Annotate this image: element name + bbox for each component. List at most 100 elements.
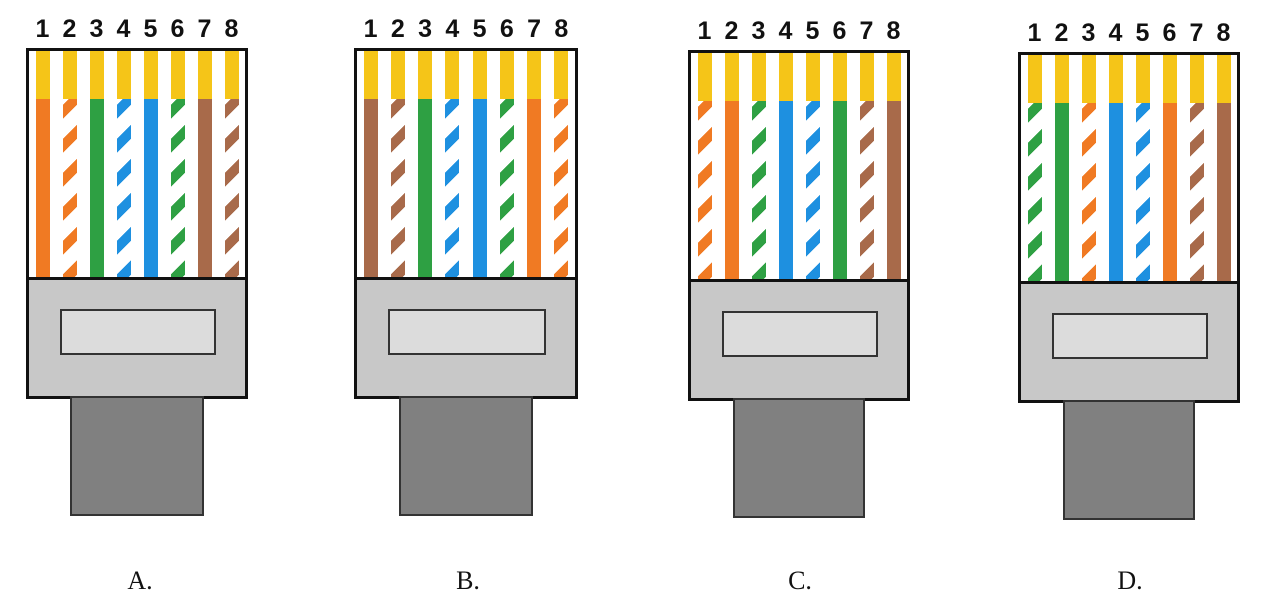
- pin-number-7: 7: [197, 15, 212, 43]
- wire-3-orange-white: [1081, 55, 1096, 281]
- pin-number-6: 6: [170, 15, 185, 43]
- wire-block: [688, 50, 910, 282]
- option-label-d: D.: [1117, 566, 1143, 595]
- wire-2-brown-white: [390, 51, 405, 277]
- pin-number-1: 1: [697, 17, 712, 45]
- pin-number-1: 1: [35, 15, 50, 43]
- pin-contact: [859, 53, 874, 101]
- pin-number-5: 5: [1135, 19, 1150, 47]
- pin-contact: [1189, 55, 1204, 103]
- housing-window: [1052, 313, 1208, 359]
- wire-6-green: [832, 53, 847, 279]
- pin-number-6: 6: [832, 17, 847, 45]
- wire-1-orange: [35, 51, 50, 277]
- housing-window: [722, 311, 878, 357]
- pin-contact: [62, 51, 77, 99]
- connector-housing: [354, 277, 578, 399]
- wire-7-orange: [527, 51, 542, 277]
- pin-contact: [1135, 55, 1150, 103]
- option-label-c: C.: [788, 566, 812, 595]
- wire-3-green: [89, 51, 104, 277]
- connector-housing: [688, 279, 910, 401]
- pin-contact: [1027, 55, 1042, 103]
- pin-number-3: 3: [751, 17, 766, 45]
- wire-6-orange: [1162, 55, 1177, 281]
- wire-1-orange-white: [697, 53, 712, 279]
- pin-contact: [363, 51, 378, 99]
- wire-6-green-white: [170, 51, 185, 277]
- pin-number-3: 3: [89, 15, 104, 43]
- housing-window: [388, 309, 546, 355]
- pin-number-8: 8: [224, 15, 239, 43]
- pin-number-2: 2: [1054, 19, 1069, 47]
- pin-contact: [554, 51, 569, 99]
- pin-number-1: 1: [363, 15, 378, 43]
- pin-number-4: 4: [778, 17, 793, 45]
- wire-8-brown-white: [224, 51, 239, 277]
- pin-contact: [1108, 55, 1123, 103]
- cable-boot: [733, 398, 865, 518]
- pin-contact: [35, 51, 50, 99]
- wire-1-green-white: [1027, 55, 1042, 281]
- pin-contact: [1216, 55, 1231, 103]
- pin-contact: [805, 53, 820, 101]
- pin-number-3: 3: [1081, 19, 1096, 47]
- pin-number-5: 5: [805, 17, 820, 45]
- wire-8-brown: [1216, 55, 1231, 281]
- wire-block: [1018, 52, 1240, 284]
- wire-3-green-white: [751, 53, 766, 279]
- pin-contact: [778, 53, 793, 101]
- option-label-a: A.: [127, 566, 153, 595]
- pin-number-3: 3: [418, 15, 433, 43]
- wire-5-blue-white: [1135, 55, 1150, 281]
- pin-contact: [116, 51, 131, 99]
- housing-window: [60, 309, 216, 355]
- wire-1-brown: [363, 51, 378, 277]
- pin-contact: [89, 51, 104, 99]
- pin-number-7: 7: [859, 17, 874, 45]
- pin-number-8: 8: [886, 17, 901, 45]
- wire-block: [26, 48, 248, 280]
- wire-8-orange-white: [554, 51, 569, 277]
- wire-4-blue-white: [445, 51, 460, 277]
- pin-number-1: 1: [1027, 19, 1042, 47]
- pin-contact: [472, 51, 487, 99]
- cable-boot: [70, 396, 204, 516]
- wire-8-brown: [886, 53, 901, 279]
- pin-contact: [143, 51, 158, 99]
- wire-block: [354, 48, 578, 280]
- wire-5-blue: [143, 51, 158, 277]
- wire-2-orange: [724, 53, 739, 279]
- cable-boot: [1063, 400, 1195, 520]
- wire-5-blue-white: [805, 53, 820, 279]
- pin-number-8: 8: [554, 15, 569, 43]
- pin-contact: [1081, 55, 1096, 103]
- pin-number-4: 4: [1108, 19, 1123, 47]
- pin-contact: [390, 51, 405, 99]
- pin-contact: [418, 51, 433, 99]
- connector-housing: [26, 277, 248, 399]
- pin-contact: [886, 53, 901, 101]
- pin-contact: [1162, 55, 1177, 103]
- wire-2-orange-white: [62, 51, 77, 277]
- pin-number-2: 2: [62, 15, 77, 43]
- cable-boot: [399, 396, 533, 516]
- pin-number-6: 6: [1162, 19, 1177, 47]
- option-label-b: B.: [456, 566, 480, 595]
- pin-number-4: 4: [445, 15, 460, 43]
- pin-contact: [197, 51, 212, 99]
- pin-contact: [1054, 55, 1069, 103]
- wire-4-blue: [1108, 55, 1123, 281]
- pin-number-5: 5: [472, 15, 487, 43]
- pin-number-8: 8: [1216, 19, 1231, 47]
- pin-number-7: 7: [527, 15, 542, 43]
- pin-number-2: 2: [724, 17, 739, 45]
- pin-contact: [224, 51, 239, 99]
- wire-2-green: [1054, 55, 1069, 281]
- pin-contact: [170, 51, 185, 99]
- wire-4-blue-white: [116, 51, 131, 277]
- pin-contact: [724, 53, 739, 101]
- pin-contact: [832, 53, 847, 101]
